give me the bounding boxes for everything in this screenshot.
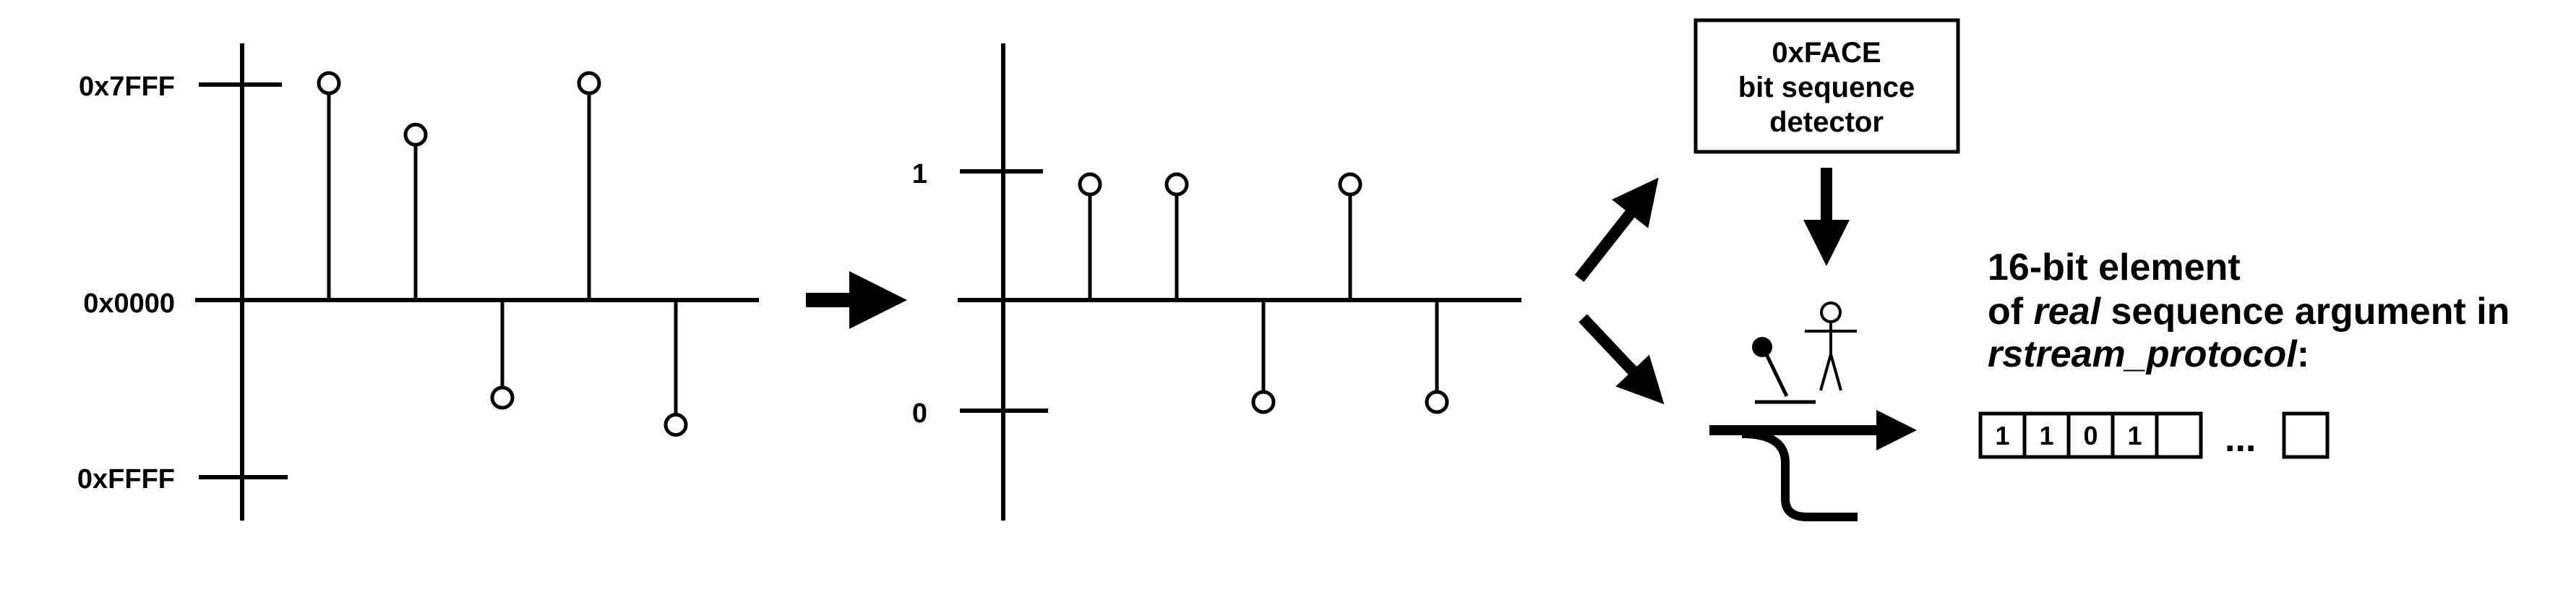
bit-marker — [1338, 172, 1362, 197]
arrow-to-detector — [1574, 177, 1659, 282]
label-one: 1 — [912, 159, 927, 189]
sample-plot: 0x7FFF 0x0000 0xFFFF — [77, 43, 759, 521]
switch-operator-icon — [1805, 302, 1857, 391]
bit-marker — [1078, 172, 1102, 197]
detector-line-1: 0xFACE — [1772, 37, 1881, 69]
bit-marker — [1425, 390, 1449, 414]
element-cell-value: 0 — [2083, 421, 2098, 450]
label-0x7fff: 0x7FFF — [79, 72, 175, 102]
element-description-line-3: rstream_protocol: — [1988, 333, 2309, 375]
operator-leg-right — [1829, 354, 1842, 391]
sample-marker — [317, 71, 341, 95]
detector-line-3: detector — [1769, 106, 1884, 138]
label-0xffff: 0xFFFF — [77, 464, 175, 495]
lever-arm — [1761, 347, 1789, 398]
switch-lever-icon — [1752, 337, 1816, 404]
element-cell-value: 1 — [2127, 421, 2142, 450]
arrow-to-stream — [1579, 314, 1665, 405]
sample-marker — [577, 71, 601, 95]
sample-marker — [664, 413, 688, 437]
branch-track — [1741, 429, 1858, 521]
operator-head — [1820, 302, 1842, 323]
bit-stems — [1078, 172, 1449, 414]
label-zero: 0 — [912, 398, 927, 429]
element-cell — [2022, 411, 2071, 459]
label-0x0000: 0x0000 — [83, 288, 175, 319]
operator-leg-left — [1819, 354, 1832, 391]
sample-stems — [317, 71, 688, 437]
element-description-line-2: of real sequence argument in — [1988, 291, 2510, 333]
detector-box: 0xFACE bit sequence detector — [1693, 18, 1960, 154]
element-cell — [2066, 411, 2115, 459]
last-element-cell — [2282, 411, 2330, 459]
element-description-line-1: 16-bit element — [1988, 247, 2241, 288]
element-cell-value: 1 — [1995, 421, 2009, 450]
detector-box-frame — [1693, 18, 1960, 154]
ellipsis: ... — [2225, 418, 2256, 460]
sample-marker — [403, 122, 428, 147]
bit-marker — [1251, 390, 1276, 414]
element-cell — [1978, 411, 2027, 459]
sample-marker — [490, 385, 515, 410]
lever-knob — [1752, 337, 1772, 357]
element-cell — [2155, 411, 2203, 459]
bit-plot: 1 0 — [912, 43, 1521, 521]
detector-line-2: bit sequence — [1738, 72, 1915, 103]
bit-marker — [1164, 172, 1189, 197]
element-cell-value: 1 — [2039, 421, 2053, 450]
